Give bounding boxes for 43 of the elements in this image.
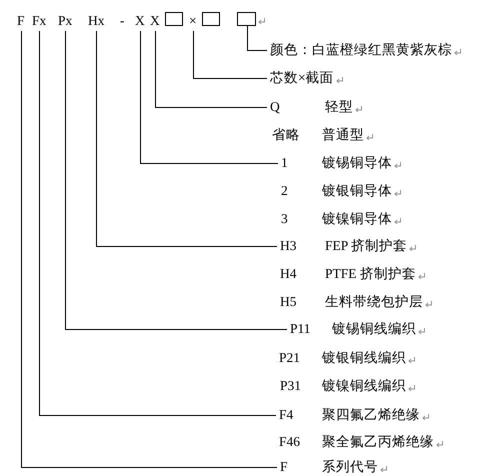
- description-text: 镀镍铜线编织: [322, 379, 406, 393]
- code-text: F46: [279, 435, 300, 449]
- code-text: 省略: [272, 128, 300, 142]
- leader-line: [39, 30, 276, 416]
- code-text: P21: [279, 351, 300, 365]
- code-text: ×: [189, 14, 197, 28]
- leader-line: [140, 30, 278, 164]
- leader-line: [21, 30, 278, 468]
- code-description: H3 FEP 挤制护套: [280, 239, 408, 253]
- placeholder-box: [202, 12, 220, 26]
- description-text: 颜色：白蓝橙绿红黑黄紫灰棕: [270, 43, 452, 57]
- code-text: X: [150, 14, 160, 28]
- code-text: 2: [281, 184, 288, 198]
- code-description: F 系列代号: [280, 460, 378, 474]
- description-text: 普通型: [322, 128, 364, 142]
- code-text: F: [17, 14, 25, 28]
- leader-line: [96, 30, 278, 247]
- description-text: PTFE 挤制护套: [325, 267, 416, 281]
- placeholder-box: [165, 12, 183, 26]
- leader-line: [193, 30, 268, 79]
- description-text: 聚全氟乙丙烯绝缘: [322, 435, 434, 449]
- code-text: H4: [280, 267, 296, 281]
- description-text: 生料带绕包护层: [325, 295, 423, 309]
- code-text: 3: [281, 212, 288, 226]
- code-description: P11 镀锡铜线编织: [290, 322, 416, 336]
- description-text: 镀银铜导体: [322, 184, 392, 198]
- code-text: Px: [58, 14, 72, 28]
- description-text: 镀银铜线编织: [322, 351, 406, 365]
- code-text: P31: [280, 379, 302, 393]
- description-text: 镀镍铜导体: [322, 212, 392, 226]
- code-text: X: [135, 14, 145, 28]
- code-description: 1 镀锡铜导体: [281, 156, 392, 170]
- leader-line: [65, 30, 288, 330]
- code-description: Q 轻型: [270, 100, 353, 114]
- code-description: F4 聚四氟乙烯绝缘: [279, 408, 420, 422]
- leader-line: [247, 26, 268, 51]
- code-text: H5: [280, 295, 296, 309]
- placeholder-box: [237, 12, 256, 26]
- code-text: Hx: [88, 14, 104, 28]
- leader-line: [155, 30, 268, 108]
- dash-text: -: [120, 14, 124, 28]
- code-text: Fx: [32, 14, 46, 28]
- description-text: 芯数×截面: [270, 71, 334, 85]
